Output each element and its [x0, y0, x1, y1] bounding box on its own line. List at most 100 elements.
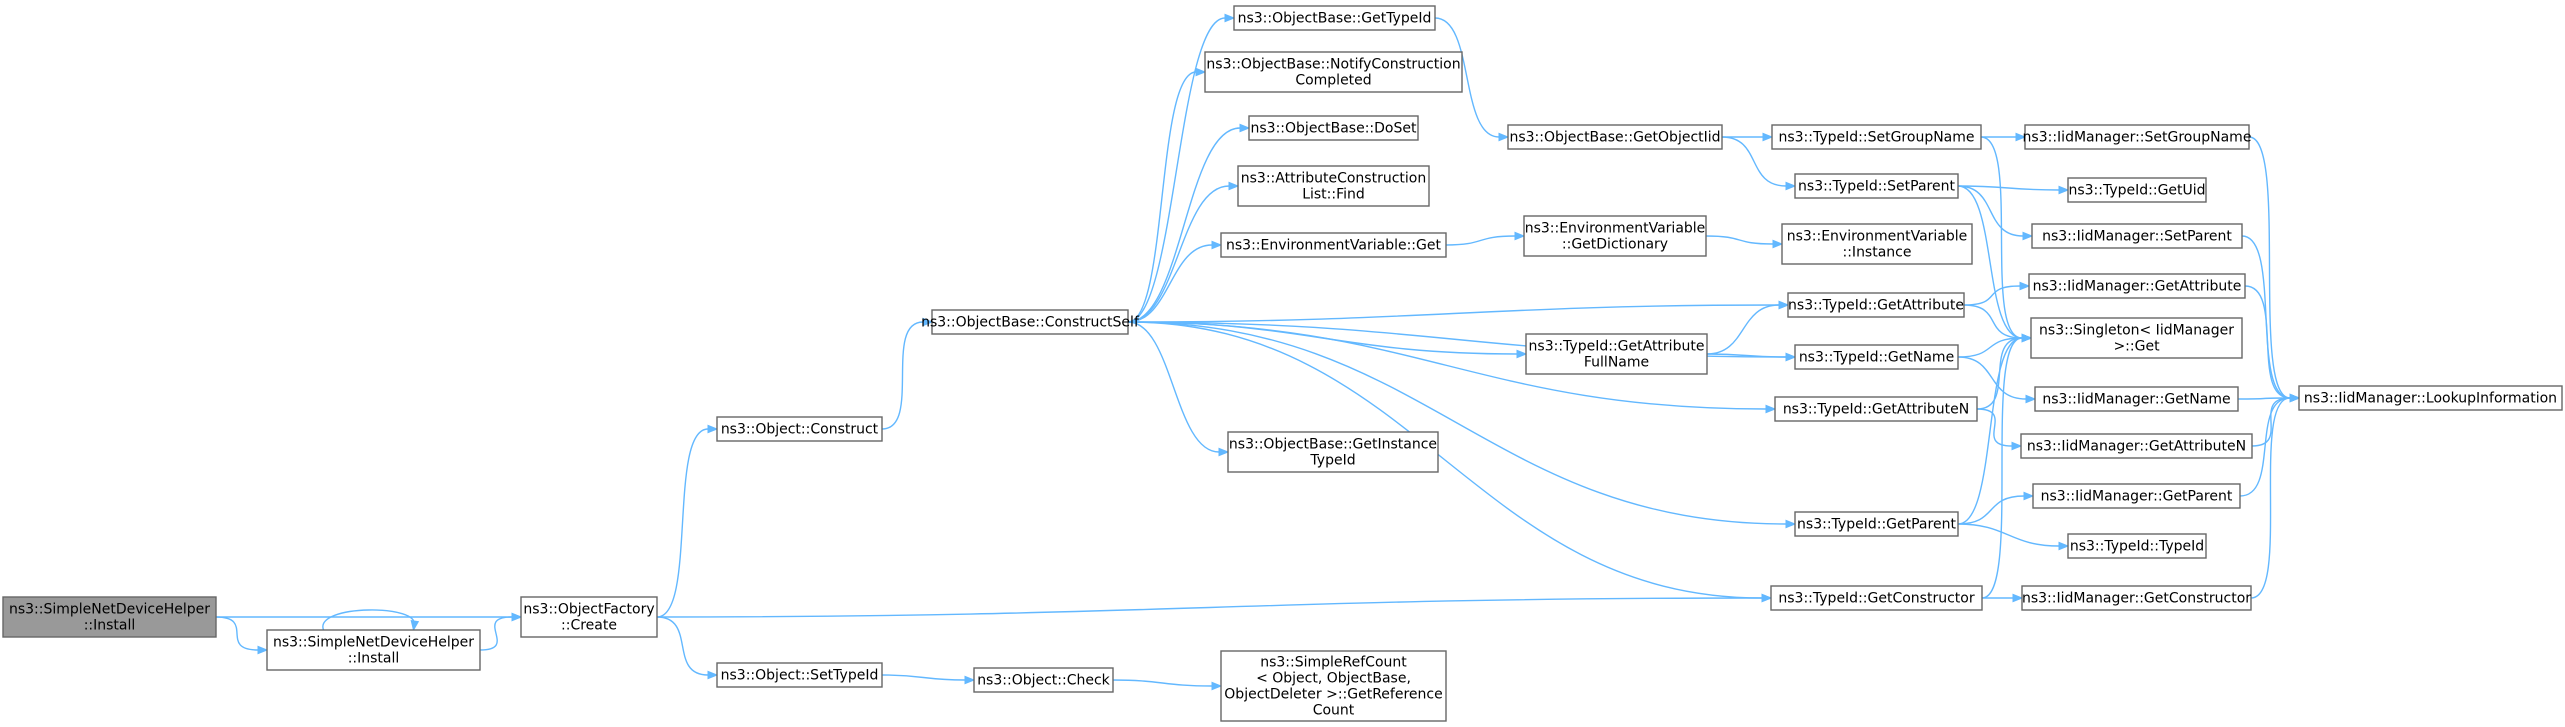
node-box	[1248, 115, 1419, 141]
node-box	[2034, 386, 2239, 412]
node-label: ns3::IidManager::LookupInformation	[2304, 391, 2557, 407]
node-label: ns3::AttributeConstruction	[1241, 171, 1426, 187]
node-iid-getattribute[interactable]: ns3::IidManager::GetAttribute	[2028, 273, 2246, 299]
node-notify[interactable]: ns3::ObjectBase::NotifyConstructionCompl…	[1204, 51, 1463, 93]
edge-arrowhead	[2023, 491, 2035, 501]
edge-arrowhead	[1239, 123, 1251, 133]
node-getdictionary[interactable]: ns3::EnvironmentVariable::GetDictionary	[1523, 215, 1707, 257]
node-label: ns3::IidManager::GetAttributeN	[2027, 439, 2246, 455]
node-gettypeid[interactable]: ns3::ObjectBase::GetTypeId	[1233, 5, 1436, 31]
node-settypeid[interactable]: ns3::Object::SetTypeId	[716, 662, 883, 688]
node-tid-getconstructor[interactable]: ns3::TypeId::GetConstructor	[1770, 585, 1983, 611]
node-doset[interactable]: ns3::ObjectBase::DoSet	[1248, 115, 1419, 141]
edge-constructself-to-tid_getattribute	[1127, 300, 1790, 323]
node-tid-getname[interactable]: ns3::TypeId::GetName	[1794, 344, 1959, 370]
node-create[interactable]: ns3::ObjectFactory::Create	[520, 596, 658, 638]
edge-line	[2239, 397, 2291, 497]
edge-arrowhead	[922, 317, 934, 327]
node-install[interactable]: ns3::SimpleNetDeviceHelper::Install	[266, 629, 481, 671]
node-box	[1794, 173, 1959, 199]
node-label: ns3::Singleton< IidManager	[2039, 323, 2234, 339]
node-tid-getattributen[interactable]: ns3::TypeId::GetAttributeN	[1774, 396, 1978, 422]
edge-arrowhead	[1516, 349, 1528, 359]
node-label: List::Find	[1302, 187, 1365, 203]
node-label: ObjectDeleter >::GetReference	[1224, 687, 1442, 703]
node-box	[2, 596, 217, 638]
node-tid-getparent[interactable]: ns3::TypeId::GetParent	[1794, 511, 1959, 537]
edge-line	[1127, 321, 1767, 410]
node-label: ns3::TypeId::GetParent	[1797, 517, 1956, 533]
node-box	[2067, 177, 2207, 203]
node-envget[interactable]: ns3::EnvironmentVariable::Get	[1220, 232, 1447, 258]
edge-getdictionary-to-envinstance	[1705, 235, 1784, 249]
edge-arrowhead	[1778, 300, 1790, 310]
node-box	[2020, 433, 2253, 459]
node-envinstance[interactable]: ns3::EnvironmentVariable::Instance	[1781, 223, 1973, 265]
node-lookup[interactable]: ns3::IidManager::LookupInformation	[2298, 385, 2563, 411]
node-label: ns3::ObjectFactory	[523, 602, 654, 618]
node-label: ns3::Object::Construct	[721, 422, 879, 438]
edge-tid_getname-to-iid_getname	[1957, 356, 2037, 404]
edge-tid_getconstructor-to-singleton_get	[1981, 333, 2033, 599]
node-iid-getname[interactable]: ns3::IidManager::GetName	[2034, 386, 2239, 412]
edge-line	[1127, 17, 1226, 323]
edge-arrowhead	[2019, 281, 2031, 291]
node-tid-getuid[interactable]: ns3::TypeId::GetUid	[2067, 177, 2207, 203]
node-label: ns3::EnvironmentVariable::Get	[1226, 238, 1441, 254]
edge-line	[1976, 408, 2013, 447]
edge-line	[479, 616, 513, 651]
edge-line	[1112, 679, 1213, 687]
edge-line	[2244, 285, 2291, 399]
node-label: ns3::TypeId::SetGroupName	[1778, 130, 1974, 146]
node-label: ns3::IidManager::SetParent	[2042, 229, 2232, 245]
edge-arrowhead	[2011, 441, 2023, 451]
edge-line	[1981, 337, 2023, 599]
edge-line	[1957, 337, 2023, 358]
node-tid-setparent[interactable]: ns3::TypeId::SetParent	[1794, 173, 1959, 199]
edge-install-to-create	[479, 612, 523, 651]
node-box	[1787, 292, 1965, 318]
edge-line	[1957, 185, 2023, 339]
node-tid-getattribute[interactable]: ns3::TypeId::GetAttribute	[1787, 292, 1965, 318]
edge-arrowhead	[2025, 394, 2037, 404]
node-iid-getattributen[interactable]: ns3::IidManager::GetAttributeN	[2020, 433, 2253, 459]
node-check[interactable]: ns3::Object::Check	[973, 667, 1114, 693]
node-label: Count	[1313, 703, 1355, 719]
node-iid-getparent[interactable]: ns3::IidManager::GetParent	[2032, 483, 2241, 509]
edge-constructself-to-tid_getparent	[1127, 321, 1797, 529]
edge-arrowhead	[1785, 352, 1797, 362]
edge-constructself-to-doset	[1127, 123, 1251, 323]
node-iid-setgroupname[interactable]: ns3::IidManager::SetGroupName	[2023, 124, 2252, 150]
edge-line	[1127, 321, 1763, 599]
node-getrefcount[interactable]: ns3::SimpleRefCount< Object, ObjectBase,…	[1220, 650, 1447, 722]
edge-arrowhead	[511, 612, 523, 622]
node-label: ns3::EnvironmentVariable	[1525, 221, 1706, 237]
node-singleton-get[interactable]: ns3::Singleton< IidManager>::Get	[2030, 317, 2243, 359]
function-nodes: ns3::SimpleNetDeviceHelper::Installns3::…	[2, 5, 2563, 722]
edge-line	[1127, 321, 1787, 525]
node-label: ns3::IidManager::GetName	[2042, 392, 2230, 408]
node-constructself[interactable]: ns3::ObjectBase::ConstructSelf	[921, 309, 1140, 335]
node-box	[1233, 5, 1436, 31]
edge-line	[1963, 285, 2021, 306]
edge-line	[322, 609, 415, 631]
node-label: ns3::TypeId::TypeId	[2070, 539, 2204, 555]
node-getobjectiid[interactable]: ns3::ObjectBase::GetObjectIid	[1507, 124, 1723, 150]
edge-line	[1980, 136, 2023, 339]
node-tid-setgroupname[interactable]: ns3::TypeId::SetGroupName	[1771, 124, 1982, 150]
node-box	[716, 416, 883, 442]
node-iid-setparent[interactable]: ns3::IidManager::SetParent	[2031, 223, 2243, 249]
node-label: >::Get	[2113, 339, 2160, 355]
node-label: ns3::ObjectBase::GetTypeId	[1238, 11, 1432, 27]
edge-tid_getattribute-to-singleton_get	[1963, 304, 2033, 343]
edge-line	[656, 428, 709, 618]
node-label: ns3::SimpleRefCount	[1260, 655, 1407, 671]
node-tid-typeid[interactable]: ns3::TypeId::TypeId	[2067, 533, 2207, 559]
node-iid-getconstructor[interactable]: ns3::IidManager::GetConstructor	[2021, 585, 2252, 611]
node-label: ns3::SimpleNetDeviceHelper	[273, 635, 474, 651]
node-construct[interactable]: ns3::Object::Construct	[716, 416, 883, 442]
